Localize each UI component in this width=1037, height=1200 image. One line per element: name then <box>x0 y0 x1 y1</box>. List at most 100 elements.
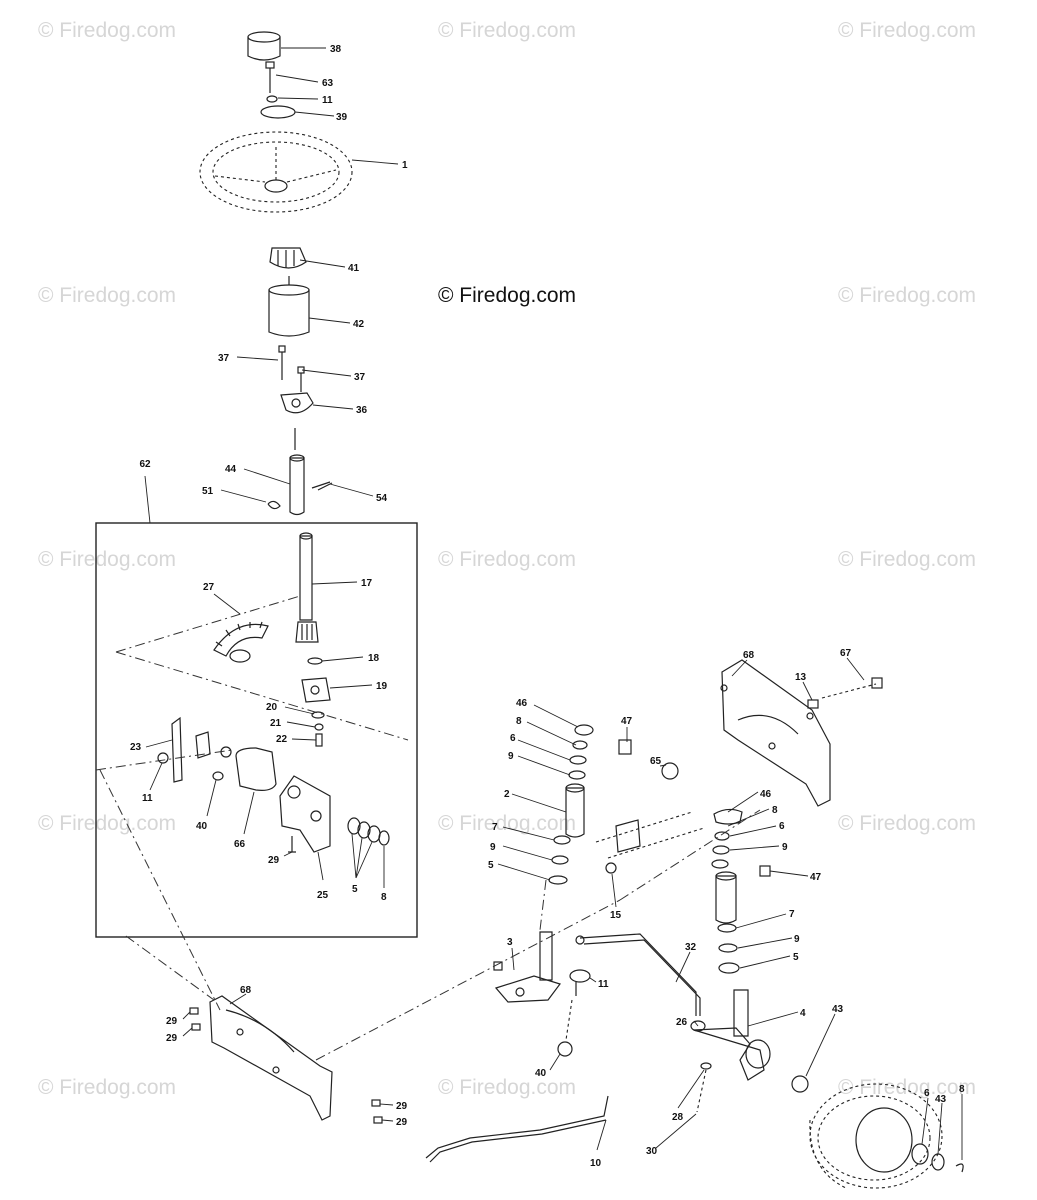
callout-8: 8 <box>772 805 778 816</box>
callout-68: 68 <box>743 650 755 661</box>
callout-46: 46 <box>760 789 772 800</box>
callout-32: 32 <box>685 942 697 953</box>
subassembly-label: 62 <box>139 459 151 470</box>
callout-9: 9 <box>782 842 788 853</box>
callout-6: 6 <box>924 1088 930 1099</box>
watermark-text: © Firedog.com <box>838 284 976 307</box>
pinion-bearing-set <box>301 657 331 747</box>
callout-29: 29 <box>396 1101 408 1112</box>
watermark-text: © Firedog.com <box>38 284 176 307</box>
callout-5: 5 <box>488 860 494 871</box>
callout-27: 27 <box>203 582 215 593</box>
watermark-layer: © Firedog.com © Firedog.com © Firedog.co… <box>38 19 976 1099</box>
steering-cap <box>247 31 281 61</box>
callout-5: 5 <box>352 884 358 895</box>
callout-9: 9 <box>508 751 514 762</box>
callout-29: 29 <box>166 1033 178 1044</box>
callout-28: 28 <box>672 1112 684 1123</box>
callout-43: 43 <box>935 1094 947 1105</box>
right-spindle-stack <box>711 808 771 974</box>
callout-13: 13 <box>795 672 807 683</box>
callout-11: 11 <box>142 793 153 804</box>
steering-shaft <box>295 532 319 643</box>
watermark-text: © Firedog.com <box>38 19 176 42</box>
callout-21: 21 <box>270 718 282 729</box>
callout-labels: 62 38 63 11 39 1 41 42 37 37 36 44 51 54… <box>130 44 965 1169</box>
callout-29: 29 <box>396 1117 408 1128</box>
callout-9: 9 <box>490 842 496 853</box>
callout-9: 9 <box>794 934 800 945</box>
callout-26: 26 <box>676 1017 688 1028</box>
callout-63: 63 <box>322 78 334 89</box>
callout-44: 44 <box>225 464 237 475</box>
top-bolt <box>260 61 296 119</box>
callout-7: 7 <box>492 822 498 833</box>
callout-29: 29 <box>166 1016 178 1027</box>
callout-11: 11 <box>598 979 609 990</box>
watermark-text: © Firedog.com <box>438 19 576 42</box>
column-bracket <box>278 345 314 450</box>
spindle-hardware <box>696 1062 712 1113</box>
left-spindle-stack <box>548 724 594 885</box>
callout-23: 23 <box>130 742 142 753</box>
drag-link <box>575 933 706 1032</box>
watermark-text: © Firedog.com <box>38 548 176 571</box>
callout-17: 17 <box>361 578 373 589</box>
callout-6: 6 <box>779 821 785 832</box>
callout-3: 3 <box>507 937 513 948</box>
callout-8: 8 <box>381 892 387 903</box>
steering-tube <box>268 276 310 337</box>
watermark-text-main: © Firedog.com <box>438 284 576 307</box>
callout-47: 47 <box>810 872 822 883</box>
callout-25: 25 <box>317 890 329 901</box>
callout-4: 4 <box>800 1008 806 1019</box>
callout-40: 40 <box>535 1068 547 1079</box>
tie-rod <box>425 1095 609 1163</box>
front-axle <box>595 739 705 874</box>
lower-left-bracket <box>189 995 383 1124</box>
watermark-text: © Firedog.com <box>838 1076 976 1099</box>
callout-42: 42 <box>353 319 365 330</box>
right-spindle <box>693 989 771 1081</box>
ball-joint <box>557 969 591 1057</box>
callout-54: 54 <box>376 493 388 504</box>
callout-1: 1 <box>402 160 408 171</box>
watermark-text: © Firedog.com <box>838 812 976 835</box>
callout-37: 37 <box>218 353 230 364</box>
callout-39: 39 <box>336 112 348 123</box>
watermark-text: © Firedog.com <box>838 548 976 571</box>
callout-2: 2 <box>504 789 510 800</box>
watermark-text: © Firedog.com <box>38 1076 176 1099</box>
callout-6: 6 <box>510 733 516 744</box>
callout-8: 8 <box>959 1084 965 1095</box>
callout-41: 41 <box>348 263 360 274</box>
upper-right-bracket <box>720 659 883 807</box>
callout-51: 51 <box>202 486 214 497</box>
callout-68: 68 <box>240 985 252 996</box>
callout-46: 46 <box>516 698 528 709</box>
watermark-text: © Firedog.com <box>38 812 176 835</box>
callout-37: 37 <box>354 372 366 383</box>
callout-5: 5 <box>793 952 799 963</box>
watermark-text: © Firedog.com <box>438 812 576 835</box>
callout-20: 20 <box>266 702 278 713</box>
callout-67: 67 <box>840 648 852 659</box>
callout-29: 29 <box>268 855 280 866</box>
gear-bracket-assembly <box>157 716 390 853</box>
spline-adapter <box>269 247 307 269</box>
callout-38: 38 <box>330 44 342 55</box>
callout-15: 15 <box>610 910 622 921</box>
callout-8: 8 <box>516 716 522 727</box>
upper-shaft <box>267 454 333 516</box>
callout-22: 22 <box>276 734 288 745</box>
sector-gear <box>213 621 269 663</box>
callout-11: 11 <box>322 95 333 106</box>
steering-wheel <box>199 131 353 213</box>
callout-36: 36 <box>356 405 368 416</box>
callout-19: 19 <box>376 681 388 692</box>
watermark-text: © Firedog.com <box>438 548 576 571</box>
callout-66: 66 <box>234 839 246 850</box>
callout-43: 43 <box>832 1004 844 1015</box>
front-wheel <box>791 1075 964 1189</box>
watermark-text: © Firedog.com <box>438 1076 576 1099</box>
